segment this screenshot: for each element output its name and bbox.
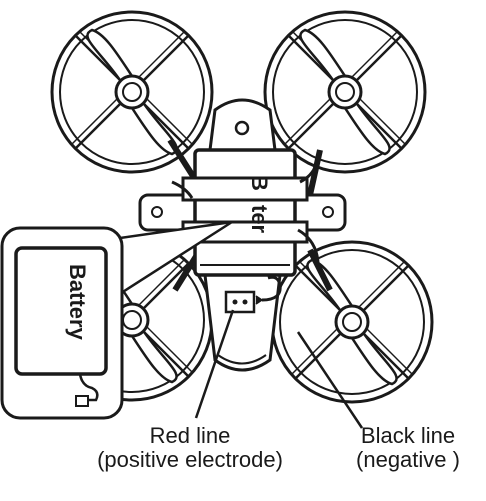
red-line-pointer [194,309,235,419]
rotor-front-right [263,10,427,174]
black-line-label-block: Black line (negative ) [330,424,486,472]
red-line-label-block: Red line (positive electrode) [60,424,320,472]
red-line-sublabel: (positive electrode) [97,447,283,472]
black-line-pointer [296,331,364,429]
red-line-label: Red line [149,423,231,448]
battery-inset-label: Battery [65,264,90,341]
black-line-sublabel: (negative ) [356,447,460,472]
battery-pack [181,148,309,277]
frame-arms [167,138,333,292]
battery-connector [224,275,282,314]
rotor-front-left [50,10,214,174]
battery-inset [0,220,233,420]
battery-body-label-2: ter [247,205,272,234]
black-line-label: Black line [360,423,456,448]
battery-body-label-1: B [247,175,272,191]
